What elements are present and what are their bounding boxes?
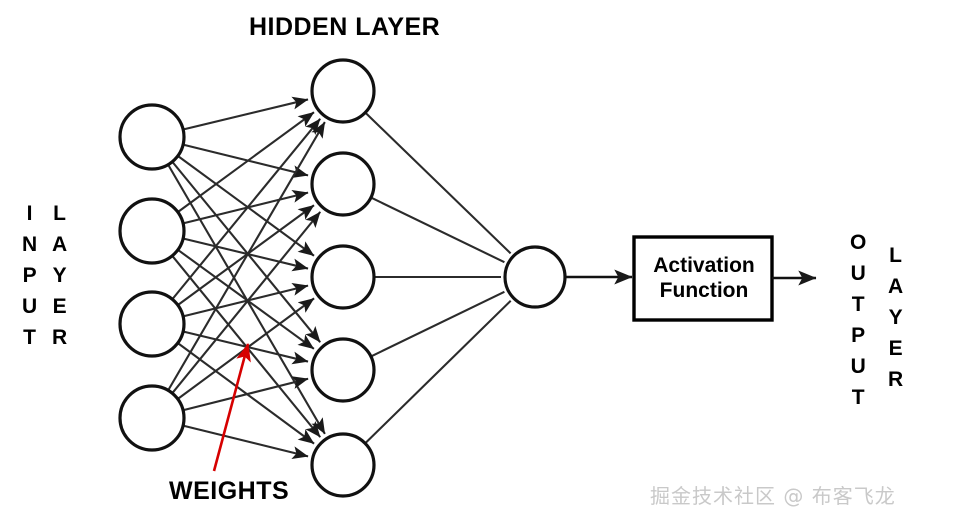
hidden-node-4 xyxy=(310,337,376,403)
weight-edge xyxy=(183,96,309,131)
weight-edge xyxy=(178,249,315,350)
weights-label: WEIGHTS xyxy=(169,477,290,505)
weight-edge xyxy=(172,211,322,394)
hidden-node-3 xyxy=(310,244,376,310)
input-node-4 xyxy=(118,384,186,452)
hidden-layer-nodes xyxy=(310,58,376,498)
letter: E xyxy=(888,337,903,360)
hidden-to-sum-edge xyxy=(365,300,512,444)
letter: A xyxy=(52,233,68,256)
input-layer-label-input: I N P U T xyxy=(22,198,37,353)
letter: T xyxy=(23,326,36,349)
letter: A xyxy=(888,275,904,298)
output-layer-label-layer: L A Y E R xyxy=(888,240,903,395)
weight-edge xyxy=(177,155,315,257)
activation-function-text: Activation Function xyxy=(636,253,772,303)
letter: U xyxy=(850,355,866,378)
hidden-node-2 xyxy=(310,151,376,217)
weight-edge xyxy=(183,237,309,272)
weight-edge xyxy=(177,111,315,213)
letter: R xyxy=(52,326,68,349)
weight-edge xyxy=(183,143,309,179)
weight-edge xyxy=(183,376,309,411)
letter: U xyxy=(22,295,38,318)
summation-node-group xyxy=(503,245,567,309)
hidden-to-sum-edge xyxy=(371,197,505,264)
weight-edge xyxy=(172,161,321,343)
input-node-3 xyxy=(118,290,186,358)
letter: P xyxy=(851,324,866,347)
letter: I xyxy=(26,202,33,225)
activation-line-2: Function xyxy=(659,279,749,302)
hidden-to-sum-edge xyxy=(365,112,512,255)
input-node-2 xyxy=(118,197,186,265)
hidden-node-5 xyxy=(310,432,376,498)
hidden-to-sum-edge xyxy=(371,290,505,357)
letter: Y xyxy=(888,306,903,329)
weight-edge xyxy=(167,121,326,391)
input-layer-label-layer: L A Y E R xyxy=(52,198,67,353)
weight-edge xyxy=(183,424,309,460)
letter: R xyxy=(888,368,904,391)
watermark-text: 掘金技术社区 @ 布客飞龙 xyxy=(650,484,896,508)
input-layer-nodes xyxy=(118,103,186,452)
letter: Y xyxy=(52,264,67,287)
activation-line-1: Activation xyxy=(653,254,755,277)
edges-input-to-hidden xyxy=(167,96,326,460)
letter: T xyxy=(851,386,865,409)
letter: T xyxy=(851,293,865,316)
letter: U xyxy=(850,262,866,285)
letter: N xyxy=(22,233,38,256)
summation-node xyxy=(503,245,567,309)
letter: O xyxy=(850,231,867,254)
output-layer-label-output: O U T P U T xyxy=(850,227,866,413)
letter: P xyxy=(22,264,37,287)
letter: L xyxy=(889,244,902,267)
hidden-node-1 xyxy=(310,58,376,124)
edges-hidden-to-summation xyxy=(365,112,512,444)
weights-pointer-arrow xyxy=(212,342,251,472)
letter: E xyxy=(52,295,67,318)
input-node-1 xyxy=(118,103,186,171)
weight-edge xyxy=(172,118,321,300)
letter: L xyxy=(53,202,66,225)
weight-edge xyxy=(183,282,309,318)
hidden-layer-title: HIDDEN LAYER xyxy=(249,13,441,41)
